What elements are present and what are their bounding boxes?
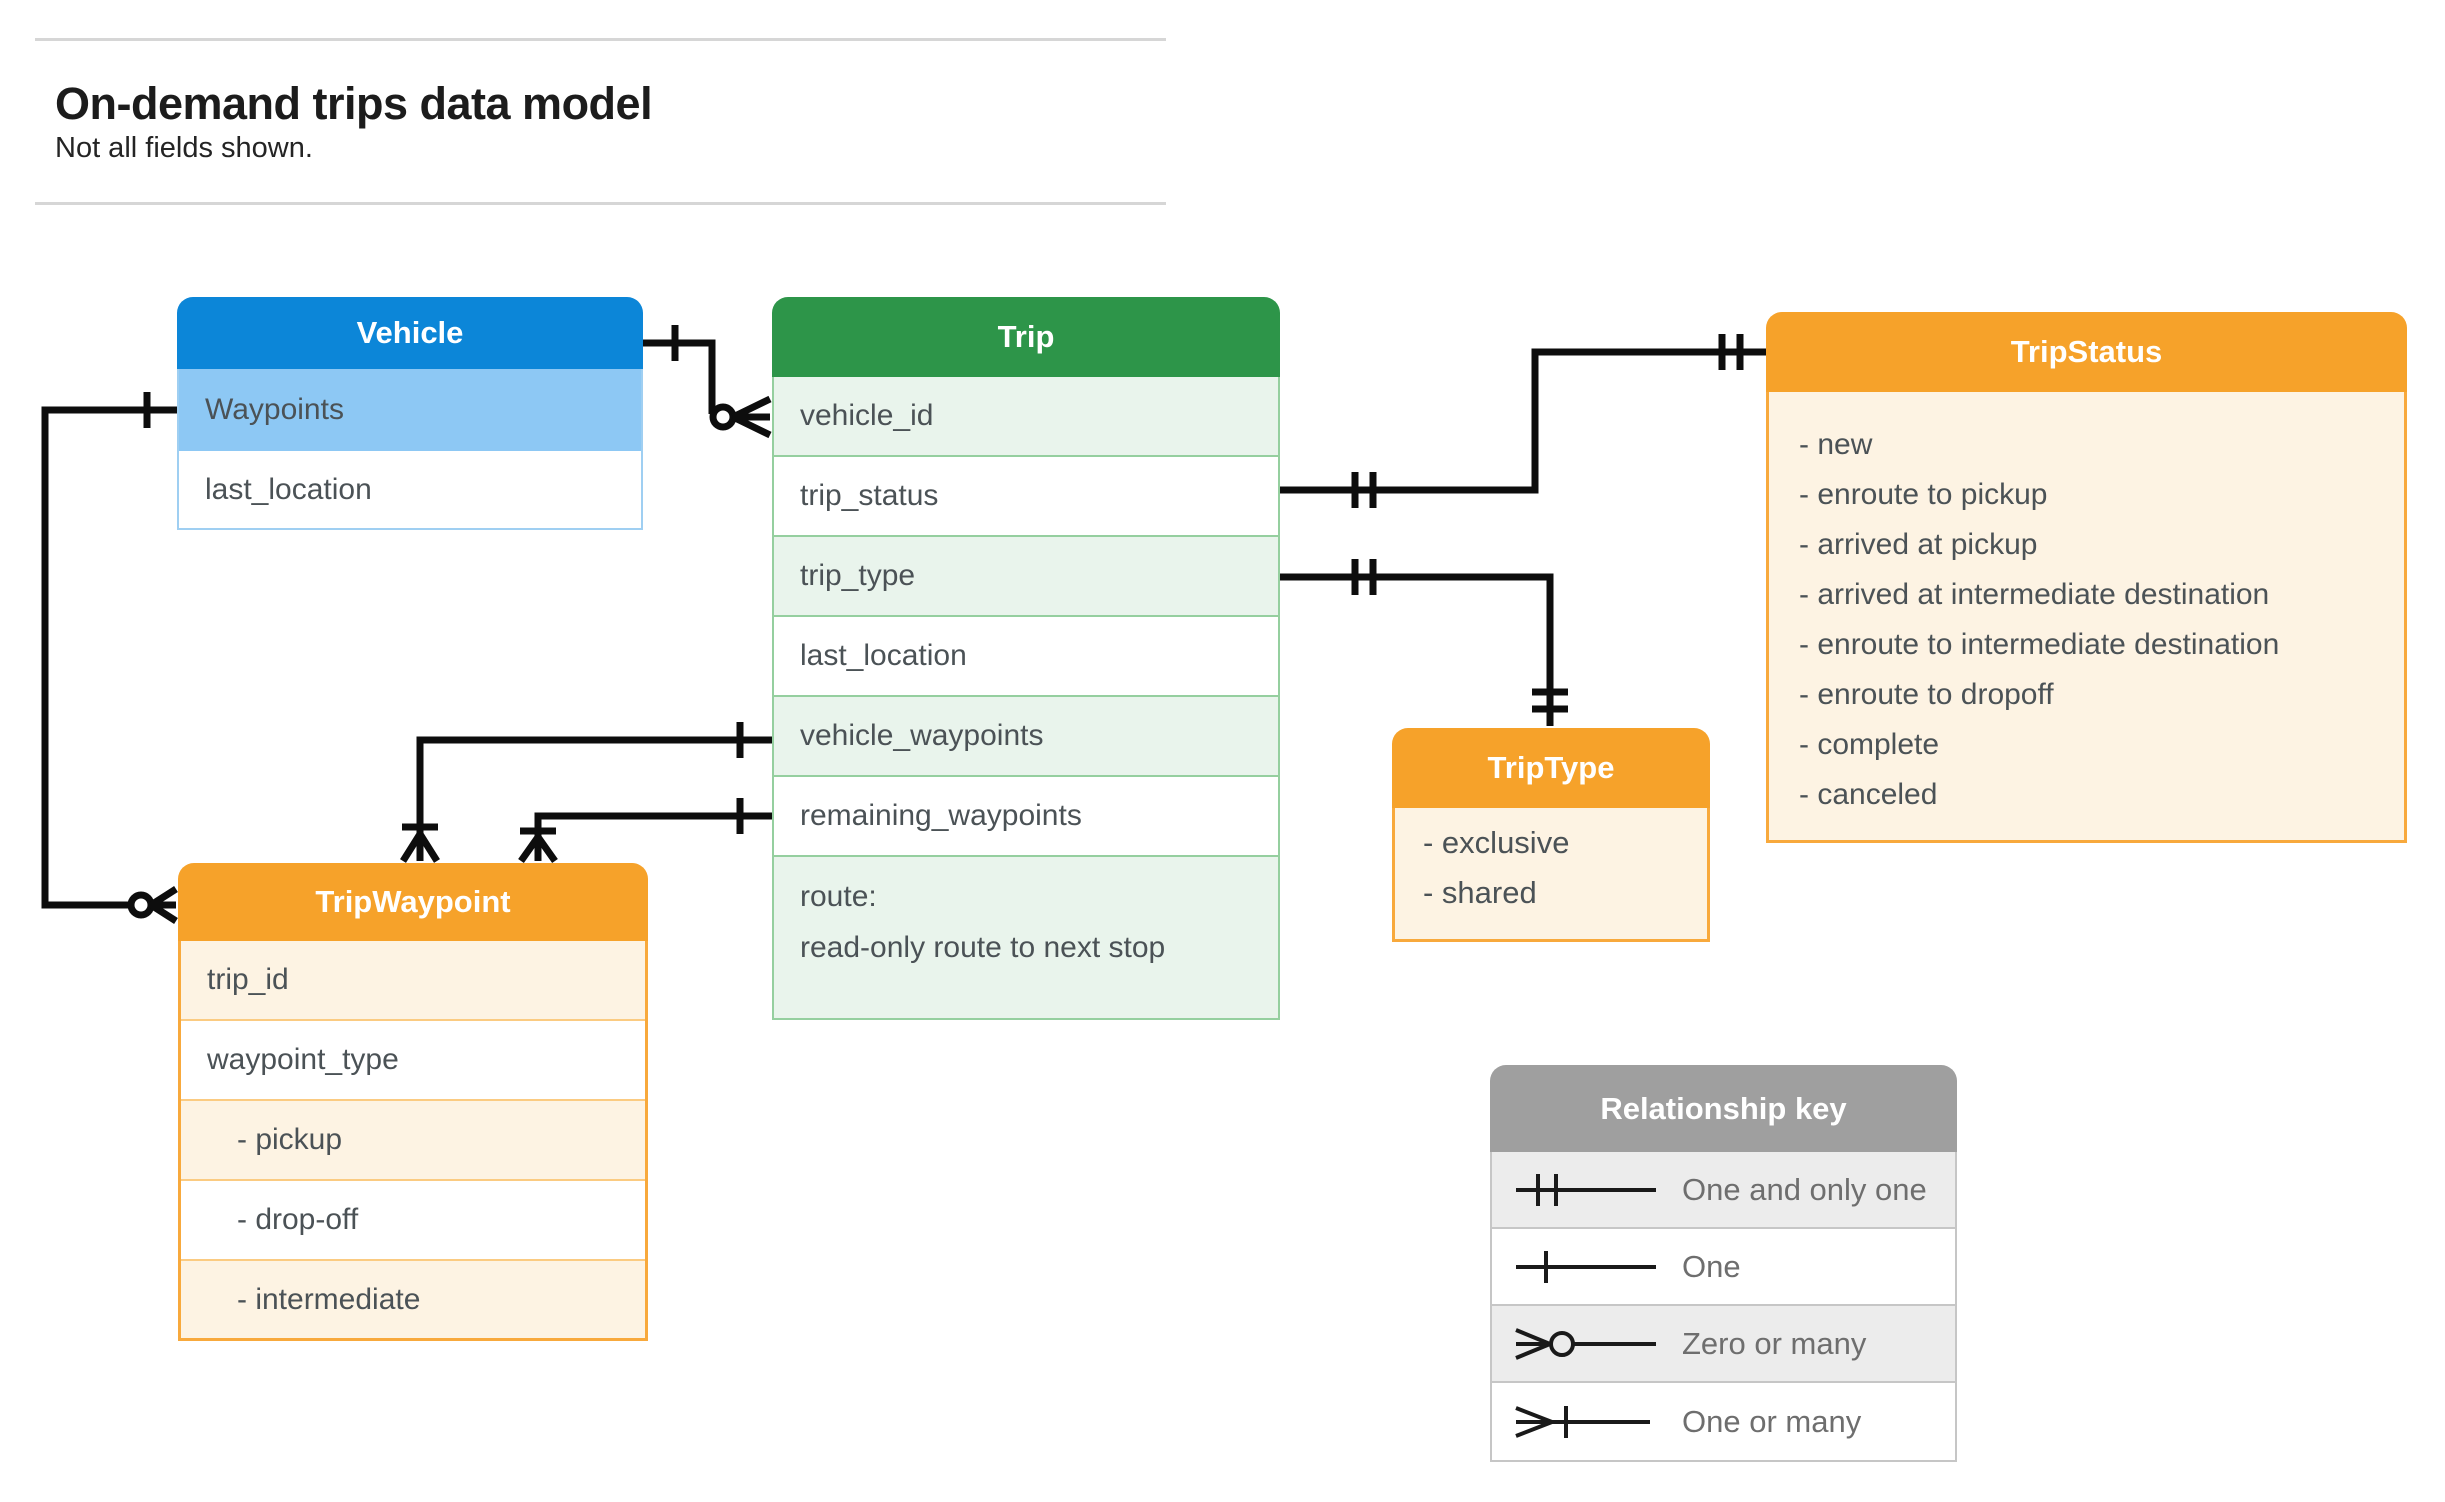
legend-row-one-or-many: One or many: [1492, 1383, 1955, 1460]
tripstatus-value: - arrived at pickup: [1799, 528, 2038, 561]
legend-label: One and only one: [1682, 1171, 1927, 1207]
trip-field-route: route: read-only route to next stop: [774, 857, 1278, 1018]
header-divider: [35, 202, 1166, 205]
crow-foot: [400, 832, 440, 863]
legend-row-one-and-only-one: One and only one: [1492, 1152, 1955, 1229]
trip-field-route-line1: route:: [800, 880, 877, 913]
entity-triptype: TripType - exclusive - shared: [1392, 728, 1710, 942]
trip-field-trip-type: trip_type: [774, 537, 1278, 617]
vehicle-title: Vehicle: [177, 297, 643, 369]
tripstatus-value: - complete: [1799, 728, 1940, 761]
tripwaypoint-field-trip-id: trip_id: [181, 941, 645, 1021]
connector-vehicle-to-tripwaypoint: [41, 392, 178, 924]
one-and-only-one-icon: [1516, 1173, 1656, 1206]
entity-tripwaypoint: TripWaypoint trip_id waypoint_type - pic…: [178, 863, 648, 1341]
trip-field-vehicle-waypoints: vehicle_waypoints: [774, 697, 1278, 777]
entity-vehicle: Vehicle Waypoints last_location: [177, 297, 643, 530]
crow-foot: [518, 834, 558, 864]
page-subtitle: Not all fields shown.: [55, 132, 313, 164]
trip-field-trip-status: trip_status: [774, 457, 1278, 537]
tripwaypoint-title: TripWaypoint: [178, 863, 648, 941]
tripstatus-value: - enroute to dropoff: [1799, 678, 2054, 711]
connector-trip-to-triptype: [1280, 559, 1568, 726]
tripstatus-value: - arrived at intermediate destination: [1799, 578, 2270, 611]
zero-circle: [127, 891, 155, 919]
tripstatus-value: - enroute to pickup: [1799, 478, 2048, 511]
entity-tripstatus: TripStatus - new - enroute to pickup - a…: [1766, 312, 2407, 843]
legend-label: One: [1682, 1248, 1741, 1284]
triptype-value: - shared: [1423, 875, 1537, 910]
connector-vehiclewaypoints-to-tripwaypoint: [400, 722, 772, 863]
top-divider: [35, 38, 1166, 41]
entity-trip: Trip vehicle_id trip_status trip_type la…: [772, 297, 1280, 1020]
triptype-title: TripType: [1392, 728, 1710, 808]
triptype-value: - exclusive: [1423, 825, 1570, 860]
double-tick: [1351, 472, 1377, 508]
tripstatus-values: - new - enroute to pickup - arrived at p…: [1769, 392, 2404, 820]
trip-title: Trip: [772, 297, 1280, 377]
connector-vehicle-to-trip: [643, 325, 772, 439]
relationship-key: Relationship key One and only one One Ze…: [1490, 1065, 1957, 1462]
crow-foot: [149, 886, 178, 924]
tripwaypoint-field-waypoint-type: waypoint_type: [181, 1021, 645, 1101]
double-tick: [1351, 559, 1377, 595]
relationship-key-title: Relationship key: [1490, 1065, 1957, 1152]
zero-or-many-icon: [1515, 1327, 1656, 1360]
tripstatus-value: - canceled: [1799, 778, 1938, 811]
triptype-values: - exclusive - shared: [1395, 808, 1707, 918]
zero-circle: [709, 403, 737, 431]
one-icon: [1516, 1250, 1656, 1283]
tripstatus-value: - new: [1799, 428, 1873, 461]
tripstatus-value: - enroute to intermediate destination: [1799, 628, 2280, 661]
vehicle-field-waypoints: Waypoints: [179, 369, 641, 451]
legend-label: Zero or many: [1682, 1325, 1867, 1361]
legend-row-one: One: [1492, 1229, 1955, 1306]
trip-field-vehicle-id: vehicle_id: [774, 377, 1278, 457]
legend-row-zero-or-many: Zero or many: [1492, 1306, 1955, 1383]
one-or-many-icon: [1515, 1405, 1650, 1438]
trip-field-last-location: last_location: [774, 617, 1278, 697]
trip-field-route-line2: read-only route to next stop: [800, 931, 1166, 964]
double-tick: [1718, 334, 1744, 370]
vehicle-field-last-location: last_location: [179, 451, 641, 528]
double-tick: [1532, 688, 1568, 713]
connector-trip-to-tripstatus: [1280, 334, 1766, 508]
trip-field-remaining-waypoints: remaining_waypoints: [774, 777, 1278, 857]
legend-label: One or many: [1682, 1403, 1862, 1439]
tripstatus-title: TripStatus: [1766, 312, 2407, 392]
tripwaypoint-value-dropoff: - drop-off: [181, 1181, 645, 1261]
connector-remainingwaypoints-to-tripwaypoint: [518, 798, 772, 864]
tripwaypoint-value-pickup: - pickup: [181, 1101, 645, 1181]
tripwaypoint-value-intermediate: - intermediate: [181, 1261, 645, 1338]
page-title: On-demand trips data model: [55, 78, 653, 129]
crow-foot: [731, 395, 772, 439]
